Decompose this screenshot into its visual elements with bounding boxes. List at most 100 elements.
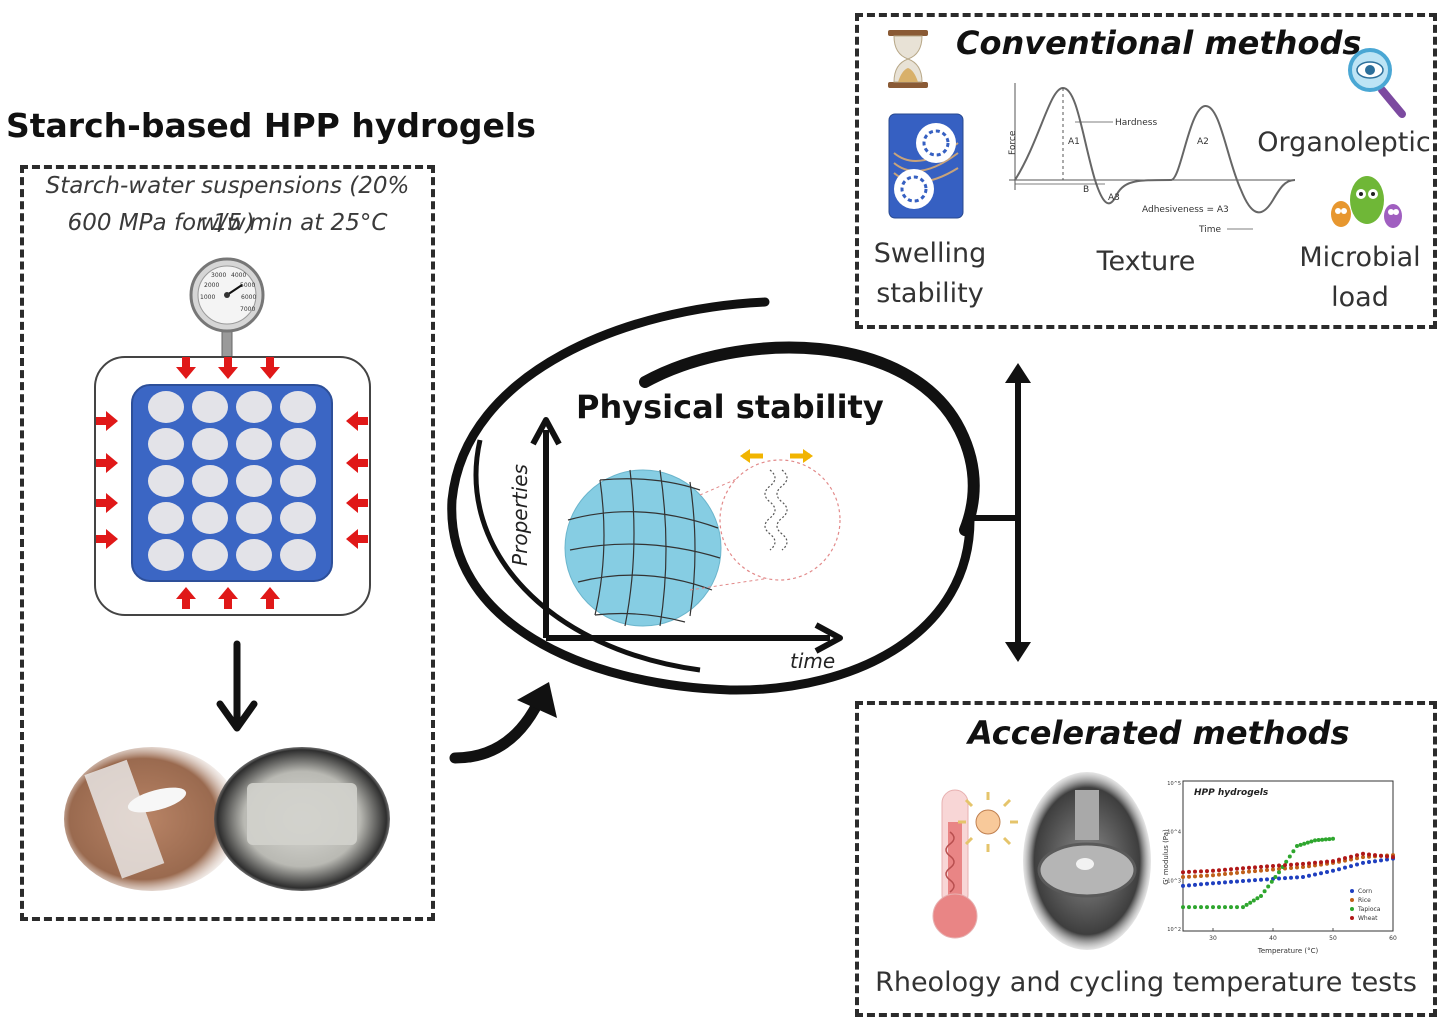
data-point-wheat	[1217, 868, 1221, 873]
microbial-label-2: load	[1331, 282, 1389, 313]
starch-granule	[236, 465, 272, 497]
data-point-wheat	[1199, 869, 1203, 874]
data-point-tapioca	[1223, 905, 1227, 910]
data-point-wheat	[1295, 862, 1299, 867]
data-point-corn	[1241, 879, 1245, 883]
data-point-rice	[1259, 868, 1263, 873]
conventional-methods-title: Conventional methods	[956, 24, 1362, 62]
curved-arrow-to-stability	[449, 682, 557, 764]
data-point-tapioca	[1229, 905, 1233, 910]
data-point-tapioca	[1181, 905, 1185, 910]
starch-granule	[148, 428, 184, 460]
data-point-wheat	[1235, 866, 1239, 871]
data-point-wheat	[1283, 863, 1287, 868]
data-point-rice	[1223, 872, 1227, 877]
data-point-rice	[1199, 873, 1203, 878]
data-point-corn	[1253, 878, 1257, 883]
starch-granule	[192, 391, 228, 423]
data-point-corn	[1367, 860, 1371, 865]
data-point-corn	[1187, 883, 1191, 888]
data-point-rice	[1355, 856, 1359, 861]
data-point-tapioca	[1199, 905, 1203, 910]
data-point-wheat	[1361, 851, 1365, 856]
data-point-wheat	[1271, 863, 1275, 868]
data-point-corn	[1199, 882, 1203, 887]
data-point-wheat	[1181, 870, 1185, 875]
rheology-x-axis-label: Temperature (°C)	[1257, 947, 1319, 955]
starch-granule	[192, 539, 228, 571]
starch-granule	[280, 428, 316, 460]
starch-granule	[192, 465, 228, 497]
data-point-corn	[1313, 872, 1317, 877]
data-point-rice	[1295, 865, 1299, 870]
legend-label: Corn	[1358, 888, 1372, 895]
data-point-wheat	[1349, 854, 1353, 859]
tpa-time-label: Time	[1198, 225, 1221, 235]
suspension-text: Starch-water suspensions (20% w/w)	[45, 173, 410, 236]
data-point-tapioca	[1291, 849, 1296, 854]
data-point-wheat	[1223, 867, 1227, 872]
legend-label: Tapioca	[1357, 906, 1381, 913]
data-point-wheat	[1247, 865, 1251, 870]
starch-granule	[148, 391, 184, 423]
data-point-rice	[1235, 870, 1239, 875]
hydrogel-photos	[64, 747, 390, 891]
y-axis-label: Properties	[508, 464, 532, 566]
legend-label: Wheat	[1358, 915, 1378, 922]
data-point-wheat	[1385, 854, 1389, 859]
y-tick-label: 10^2	[1167, 927, 1181, 933]
data-point-wheat	[1187, 869, 1191, 874]
magnifier-eye-icon	[1348, 48, 1406, 118]
data-point-wheat	[1301, 861, 1305, 866]
data-point-corn	[1211, 881, 1215, 886]
data-point-tapioca	[1193, 905, 1197, 910]
data-point-wheat	[1205, 869, 1209, 874]
pressure-gauge-icon: 3000 4000 2000 5000 1000 6000 7000	[189, 257, 265, 360]
left-panel-box	[20, 165, 435, 921]
tpa-adhesiveness-label: Adhesiveness = A3	[1142, 205, 1229, 215]
rheology-chart-title: HPP hydrogels	[1194, 788, 1269, 798]
y-tick-label: 10^3	[1167, 878, 1181, 884]
data-point-tapioca	[1302, 841, 1307, 846]
tpa-hardness-label: Hardness	[1115, 118, 1157, 128]
starch-granule	[236, 502, 272, 534]
gauge-tick-label: 4000	[231, 272, 246, 279]
tpa-a1-label: A1	[1068, 137, 1080, 147]
swelling-stability-icon	[888, 113, 964, 219]
gauge-tick-label: 2000	[204, 282, 219, 289]
data-point-corn	[1385, 857, 1389, 862]
tpa-force-label: Force	[1008, 130, 1018, 155]
data-point-rice	[1211, 873, 1215, 878]
data-point-wheat	[1331, 859, 1335, 864]
data-point-rice	[1271, 867, 1275, 872]
gauge-tick-label: 3000	[211, 272, 226, 279]
data-point-rice	[1229, 871, 1233, 876]
data-point-tapioca	[1298, 842, 1303, 847]
x-tick-label: 40	[1269, 935, 1277, 942]
data-point-corn	[1361, 860, 1365, 865]
legend-marker	[1350, 916, 1354, 920]
data-point-corn	[1235, 879, 1239, 884]
data-point-tapioca	[1313, 838, 1317, 843]
data-point-tapioca	[1241, 905, 1245, 910]
data-point-rice	[1301, 865, 1305, 870]
data-point-corn	[1379, 858, 1383, 863]
legend-marker	[1350, 898, 1354, 902]
data-point-tapioca	[1320, 837, 1325, 842]
rheology-data-points	[1181, 836, 1395, 910]
data-point-tapioca	[1217, 905, 1221, 910]
hand-gel-photo	[64, 747, 240, 891]
data-point-rice	[1241, 870, 1245, 875]
data-point-corn	[1223, 880, 1227, 885]
pressure-arrow	[96, 493, 118, 513]
data-point-wheat	[1289, 862, 1293, 867]
data-point-tapioca	[1211, 905, 1215, 910]
data-point-tapioca	[1273, 874, 1278, 879]
starch-granule	[192, 502, 228, 534]
data-point-corn	[1319, 871, 1323, 876]
data-point-wheat	[1193, 869, 1197, 874]
gel-network-illustration	[564, 449, 841, 627]
pressure-arrow	[176, 357, 196, 379]
